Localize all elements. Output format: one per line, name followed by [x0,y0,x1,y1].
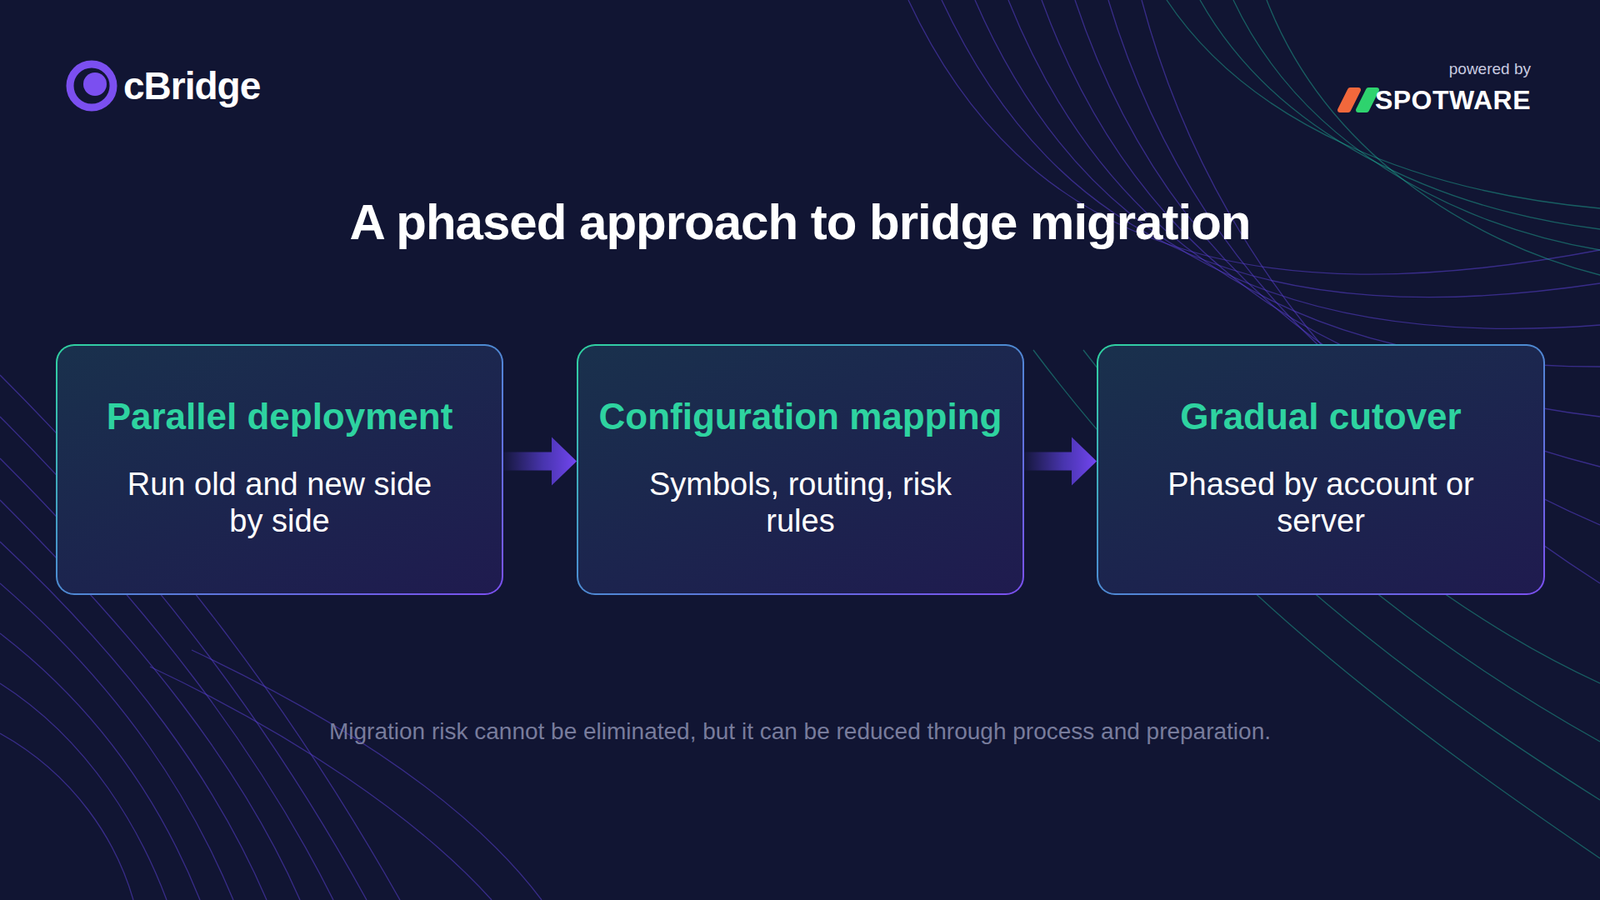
green-mark [1358,90,1377,110]
flow-arrow [503,437,577,486]
logo-dot [83,72,107,96]
powered-by: powered by [1449,60,1531,79]
process-box: Configuration mappingSymbols, routing, r… [576,344,1025,595]
box-body: Symbols, routing, risk rules [634,465,968,540]
flow-arrow [1024,437,1097,486]
title: A phased approach to bridge migration [0,193,1600,251]
partner-name: SPOTWARE [1375,85,1531,116]
box-body: Run old and new side by side [113,465,447,540]
spotware-icon [1340,90,1377,110]
logo-ring [70,64,114,108]
caption: Migration risk cannot be eliminated, but… [0,718,1600,745]
process-box: Parallel deploymentRun old and new side … [55,344,504,595]
box-heading: Configuration mapping [599,394,1003,440]
box-heading: Parallel deployment [106,394,454,440]
brand-icon [70,64,114,108]
brand-name: cBridge [123,63,260,109]
box-body: Phased by account or server [1154,465,1488,540]
box-heading: Gradual cutover [1180,394,1461,440]
orange-mark [1340,90,1359,110]
process-box: Gradual cutoverPhased by account or serv… [1096,344,1545,595]
